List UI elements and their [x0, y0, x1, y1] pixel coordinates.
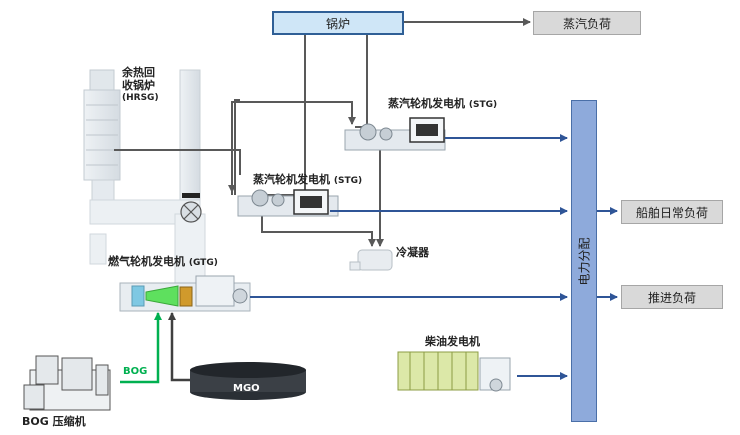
stg-upper-abbr: (STG): [468, 100, 498, 110]
mgo-tank-illustration: [190, 362, 306, 400]
power-distribution-label: 电力分配: [577, 236, 592, 286]
propulsion-load-label: 推进负荷: [647, 290, 696, 305]
boiler-box: 锅炉: [272, 11, 404, 35]
damper-valve-icon: [180, 193, 202, 223]
boiler-label: 锅炉: [325, 16, 350, 31]
ship-load-box: 船舶日常负荷: [621, 200, 723, 224]
steam-load-box: 蒸汽负荷: [533, 11, 641, 35]
stg-lower-abbr: (STG): [333, 176, 363, 186]
gtg-name: 燃气轮机发电机: [108, 255, 185, 268]
hrsg-abbr: (HRSG): [122, 93, 159, 103]
mgo-label: MGO: [233, 383, 260, 394]
bog-compressor-illustration: [23, 355, 111, 411]
gtg-abbr: (GTG): [188, 258, 218, 268]
stg-lower-illustration: [237, 189, 339, 217]
stg-upper-name: 蒸汽轮机发电机: [388, 97, 465, 110]
mgo-line: [168, 312, 190, 382]
hrsg-illustration: [83, 69, 206, 285]
hrsg-label-line2: 收锅炉: [122, 79, 155, 92]
stg-lower-name: 蒸汽轮机发电机: [253, 173, 330, 186]
propulsion-load-box: 推进负荷: [621, 285, 723, 309]
ship-load-label: 船舶日常负荷: [635, 205, 708, 220]
gtg-label: 燃气轮机发电机 (GTG): [108, 255, 218, 270]
diesel-generator-illustration: [397, 351, 511, 392]
condenser-label: 冷凝器: [396, 246, 429, 259]
gtg-illustration: [119, 275, 251, 312]
stg-upper-label: 蒸汽轮机发电机 (STG): [388, 97, 497, 112]
bog-line: [120, 312, 162, 384]
stg-lower-label: 蒸汽轮机发电机 (STG): [253, 173, 362, 188]
hrsg-label-line1: 余热回: [122, 66, 155, 79]
power-distribution-bus: 电力分配: [571, 100, 597, 422]
diesel-gen-label: 柴油发电机: [425, 335, 480, 348]
condenser-illustration: [349, 249, 393, 271]
bog-label: BOG: [123, 366, 148, 377]
hrsg-label: 余热回 收锅炉 (HRSG): [122, 66, 159, 105]
bog-compressor-label: BOG 压缩机: [22, 415, 86, 428]
stg-upper-illustration: [344, 117, 446, 151]
steam-load-label: 蒸汽负荷: [562, 16, 611, 31]
